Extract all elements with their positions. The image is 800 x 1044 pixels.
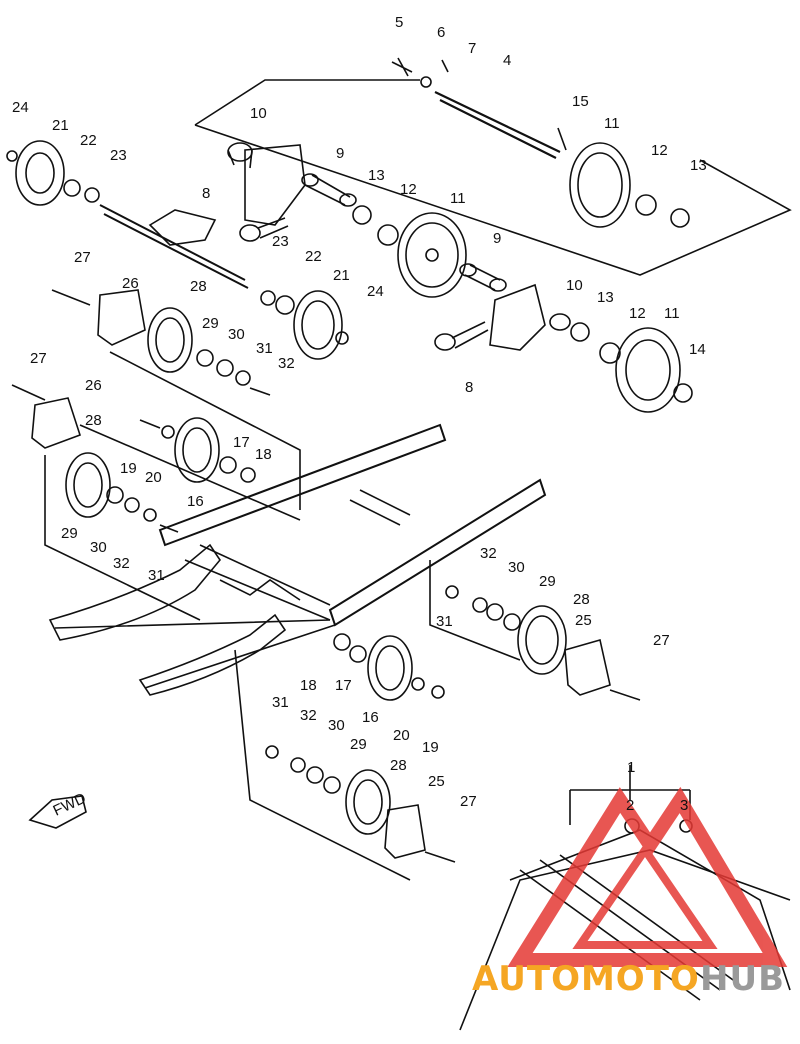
part-label-31: 31 [256,340,273,357]
part-label-31: 31 [272,694,289,711]
part-label-14: 14 [689,341,706,358]
part-label-10: 10 [250,105,267,122]
part-label-29: 29 [61,525,78,542]
part-label-18: 18 [255,446,272,463]
part-label-25: 25 [428,773,445,790]
part-label-17: 17 [335,677,352,694]
part-label-12: 12 [400,181,417,198]
part-label-22: 22 [305,248,322,265]
part-label-9: 9 [493,230,501,247]
part-label-1: 1 [627,759,635,776]
part-label-30: 30 [228,326,245,343]
part-label-9: 9 [336,145,344,162]
part-label-22: 22 [80,132,97,149]
part-label-28: 28 [190,278,207,295]
part-label-5: 5 [395,14,403,31]
part-label-28: 28 [85,412,102,429]
part-label-17: 17 [233,434,250,451]
watermark-logo [507,786,788,967]
part-label-23: 23 [272,233,289,250]
part-label-16: 16 [362,709,379,726]
part-label-28: 28 [573,591,590,608]
part-label-31: 31 [148,567,165,584]
part-label-8: 8 [465,379,473,396]
part-label-20: 20 [393,727,410,744]
fwd-label: FWD [51,790,89,820]
part-label-30: 30 [508,559,525,576]
part-label-32: 32 [300,707,317,724]
part-label-27: 27 [460,793,477,810]
part-label-10: 10 [566,277,583,294]
part-label-30: 30 [90,539,107,556]
part-label-15: 15 [572,93,589,110]
part-label-29: 29 [350,736,367,753]
part-label-30: 30 [328,717,345,734]
part-label-29: 29 [539,573,556,590]
part-label-12: 12 [629,305,646,322]
part-label-24: 24 [12,99,29,116]
part-label-23: 23 [110,147,127,164]
part-label-26: 26 [85,377,102,394]
part-label-19: 19 [120,460,137,477]
part-label-27: 27 [30,350,47,367]
part-label-21: 21 [52,117,69,134]
watermark-text-a: AUTOMOTO [472,959,700,999]
part-label-13: 13 [690,157,707,174]
part-label-28: 28 [390,757,407,774]
watermark-text-b: HUB [700,959,785,999]
part-label-2: 2 [626,797,634,814]
part-label-29: 29 [202,315,219,332]
part-label-20: 20 [145,469,162,486]
part-label-32: 32 [278,355,295,372]
part-label-27: 27 [653,632,670,649]
part-label-3: 3 [680,797,688,814]
part-label-21: 21 [333,267,350,284]
part-label-16: 16 [187,493,204,510]
part-label-11: 11 [664,305,680,322]
part-label-11: 11 [450,190,466,207]
part-label-8: 8 [202,185,210,202]
part-label-6: 6 [437,24,445,41]
part-label-13: 13 [368,167,385,184]
part-label-26: 26 [122,275,139,292]
part-label-4: 4 [503,52,511,69]
part-label-12: 12 [651,142,668,159]
part-label-31: 31 [436,613,453,630]
part-label-11: 11 [604,115,620,132]
part-label-18: 18 [300,677,317,694]
part-label-7: 7 [468,40,476,57]
part-label-24: 24 [367,283,384,300]
part-label-25: 25 [575,612,592,629]
part-label-32: 32 [113,555,130,572]
part-label-32: 32 [480,545,497,562]
part-label-13: 13 [597,289,614,306]
line-art [6,57,792,1031]
part-label-19: 19 [422,739,439,756]
part-label-27: 27 [74,249,91,266]
